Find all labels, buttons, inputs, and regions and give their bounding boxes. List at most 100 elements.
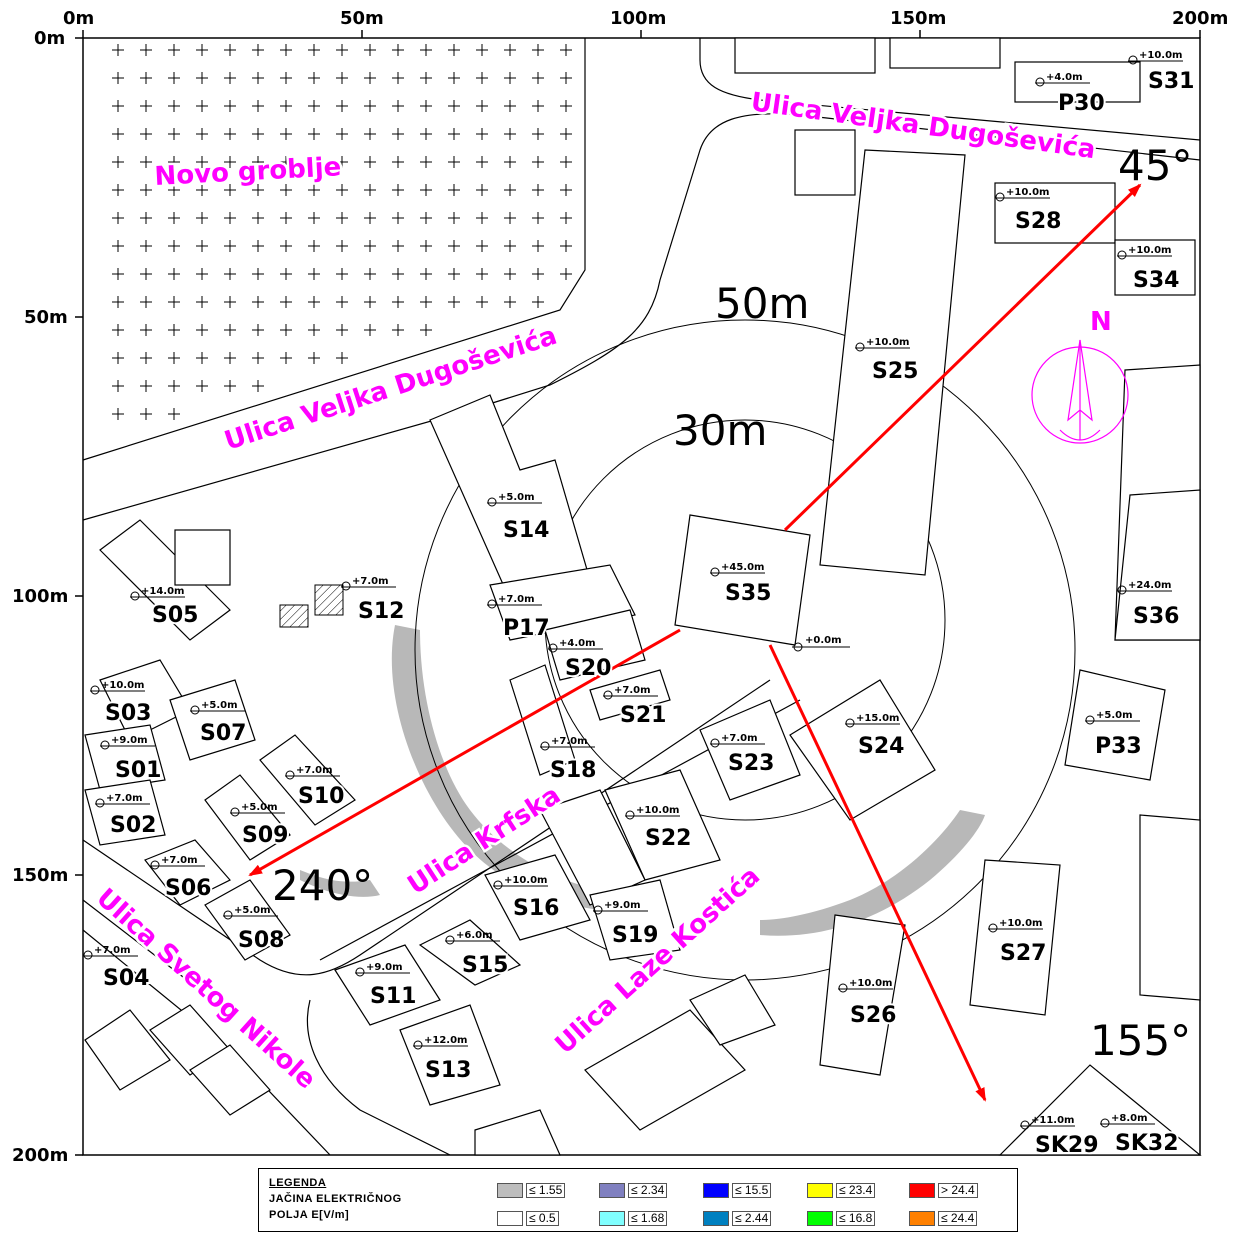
site-marker-icon <box>100 740 110 750</box>
site-marker-icon <box>150 860 160 870</box>
site-height: +6.0m <box>456 930 493 941</box>
site-marker-icon <box>988 923 998 933</box>
axis-ticks <box>75 30 1201 1156</box>
site-height: +5.0m <box>201 700 238 711</box>
site-map: 0m 50m 100m 150m 200m 0m 50m 100m 150m 2… <box>12 8 1228 1165</box>
site-height: +4.0m <box>559 638 596 649</box>
site-height: +7.0m <box>106 793 143 804</box>
svg-text:+0.0m: +0.0m <box>805 635 842 646</box>
site-id: S24 <box>858 734 904 759</box>
site-id: S36 <box>1133 604 1179 629</box>
site-id: S07 <box>200 721 246 746</box>
site-marker-icon <box>130 591 140 601</box>
legend-label: ≤ 0.5 <box>526 1211 559 1226</box>
site-height: +10.0m <box>999 918 1042 929</box>
site-height: +11.0m <box>1031 1115 1074 1126</box>
legend-swatch <box>497 1211 523 1226</box>
legend-label: ≤ 23.4 <box>836 1183 876 1198</box>
legend-title: LEGENDA JAČINA ELEKTRIČNOG POLJA E[V/m] <box>269 1177 402 1221</box>
north-label: N <box>1090 307 1112 337</box>
site-marker-icon <box>603 690 613 700</box>
site-marker-icon <box>1128 55 1138 65</box>
axis-left-150: 150m <box>12 865 68 886</box>
axis-left-200: 200m <box>12 1145 68 1165</box>
site-marker-icon <box>548 643 558 653</box>
field-shade <box>300 625 985 936</box>
site-height: +7.0m <box>614 685 651 696</box>
site-marker-icon <box>540 741 550 751</box>
legend-item: ≤ 1.55 <box>497 1183 566 1198</box>
site-id: SK32 <box>1115 1131 1179 1156</box>
site-marker-icon <box>593 905 603 915</box>
site-id: S12 <box>358 599 404 624</box>
angle-label-45: 45° <box>1118 141 1192 190</box>
site-height: +10.0m <box>636 805 679 816</box>
site-marker-icon <box>710 738 720 748</box>
site-marker-icon <box>493 880 503 890</box>
arrow-240 <box>248 628 681 877</box>
site-marker-icon <box>1085 715 1095 725</box>
axis-left-50: 50m <box>24 307 68 328</box>
site-id: S27 <box>1000 941 1046 966</box>
legend-item: ≤ 0.5 <box>497 1211 559 1226</box>
legend-item: ≤ 15.5 <box>703 1183 772 1198</box>
site-height: +15.0m <box>856 713 899 724</box>
site-height: +7.0m <box>498 594 535 605</box>
site-marker-icon <box>341 581 351 591</box>
site-marker-icon <box>413 1040 423 1050</box>
site-height: +45.0m <box>721 562 764 573</box>
site-id: S34 <box>1133 268 1179 293</box>
site-id: S35 <box>725 581 771 606</box>
site-marker-icon <box>445 935 455 945</box>
left-axis-labels: 0m 50m 100m 150m 200m <box>12 28 68 1165</box>
site-height: +7.0m <box>721 733 758 744</box>
site-id: S06 <box>165 876 211 901</box>
site-height: +10.0m <box>1128 245 1171 256</box>
legend: LEGENDA JAČINA ELEKTRIČNOG POLJA E[V/m] … <box>258 1168 1018 1232</box>
axis-top-100: 100m <box>610 8 666 29</box>
site-height: +10.0m <box>504 875 547 886</box>
site-id: S04 <box>103 966 149 991</box>
site-height: +9.0m <box>111 735 148 746</box>
measurement-sites: +10.0mS31+4.0mP30+10.0mS28+10.0mS34+10.0… <box>83 50 1196 1160</box>
site-id: S31 <box>1148 69 1194 94</box>
site-marker-icon <box>285 770 295 780</box>
site-marker-icon <box>1117 585 1127 595</box>
site-marker-icon <box>230 807 240 817</box>
site-marker-icon <box>487 599 497 609</box>
site-marker-icon <box>625 810 635 820</box>
site-id: S03 <box>105 701 151 726</box>
site-id: SK29 <box>1035 1133 1099 1158</box>
angle-label-155: 155° <box>1090 1016 1191 1065</box>
axis-top-200: 200m <box>1172 8 1228 29</box>
site-height: +9.0m <box>366 962 403 973</box>
site-marker-icon <box>487 497 497 507</box>
radius-label-50m: 50m <box>715 279 809 328</box>
legend-label: ≤ 1.68 <box>628 1211 668 1226</box>
arrow-45 <box>783 183 1142 532</box>
legend-label: > 24.4 <box>938 1183 978 1198</box>
legend-label: ≤ 2.44 <box>732 1211 772 1226</box>
site-id: S16 <box>513 896 559 921</box>
legend-item: ≤ 2.44 <box>703 1211 772 1226</box>
